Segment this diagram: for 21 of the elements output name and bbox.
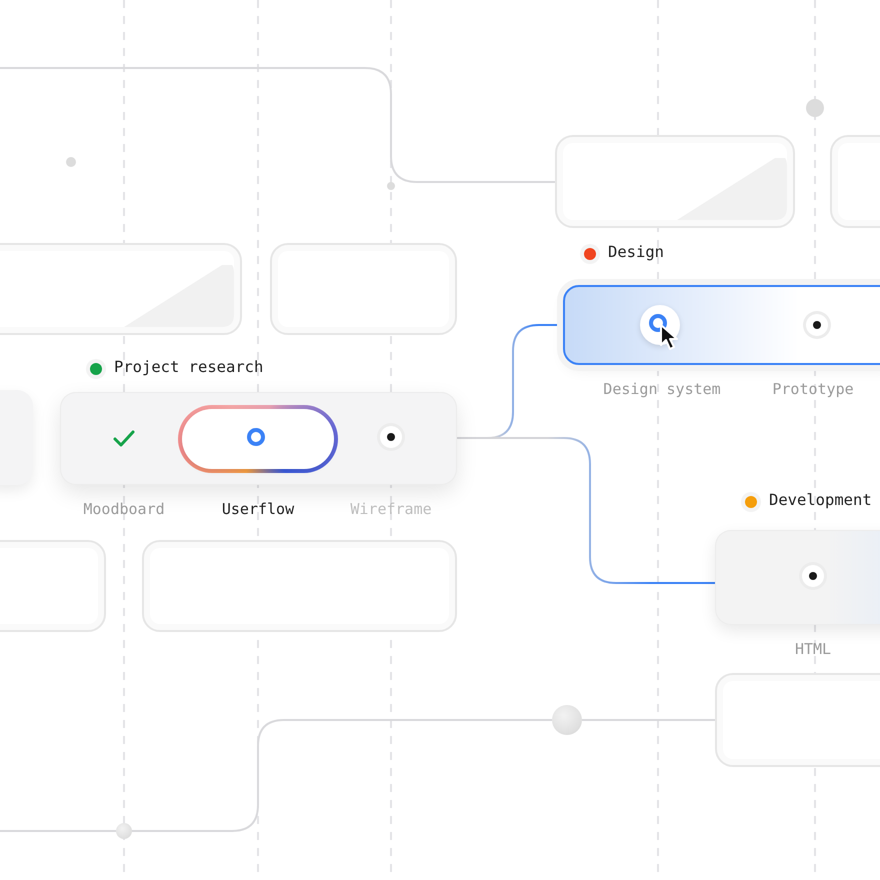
- connector-line: [0, 67, 555, 183]
- section-heading: Project research: [114, 358, 264, 376]
- step-label: Userflow: [222, 500, 294, 518]
- empty-card: [270, 243, 457, 335]
- step-label: Design system: [603, 380, 721, 398]
- empty-card: [0, 243, 242, 335]
- connector-line: [132, 719, 552, 832]
- section-heading: Development: [769, 491, 872, 509]
- step-label: Wireframe: [350, 500, 432, 518]
- node-circle: [116, 823, 132, 839]
- step-label: Prototype: [772, 380, 854, 398]
- empty-card: [142, 540, 457, 632]
- connector-line: [0, 830, 116, 832]
- section-heading: Design: [608, 243, 664, 261]
- empty-card: [0, 540, 106, 632]
- empty-card: [555, 135, 795, 228]
- step-label: Moodboard: [83, 500, 165, 518]
- connector-line: [582, 719, 715, 721]
- step-label: HTML: [794, 640, 832, 658]
- node-circle: [552, 705, 582, 735]
- empty-card: [715, 673, 880, 767]
